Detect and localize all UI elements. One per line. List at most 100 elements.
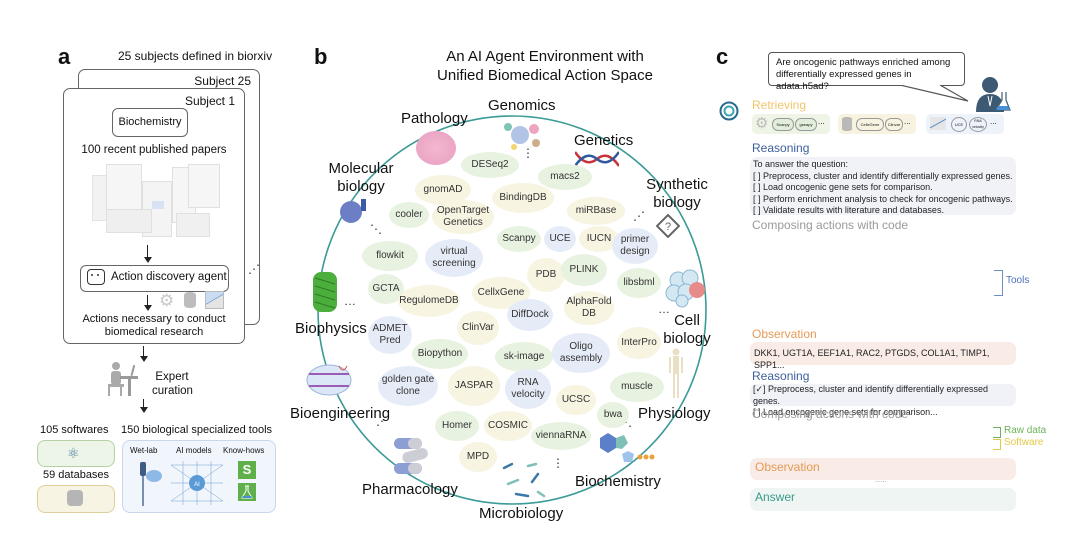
curation-label: Expert curation (152, 371, 193, 397)
subject-biophysics: Biophysics (295, 320, 367, 337)
single-cell-cluster-icon (500, 117, 544, 153)
observation-title-1: Observation (752, 327, 817, 341)
database-icon (184, 292, 196, 308)
observation-box-1: DKK1, UGT1A, EEF1A1, RAC2, PTGDS, COL1A1… (750, 342, 1016, 370)
tool-bubble: MPD (459, 442, 497, 472)
tool-bubble: bwa (597, 402, 629, 428)
reasoning-line: [ ] Validate results with literature and… (753, 205, 944, 215)
microbiology-dots: ⋮ (552, 456, 564, 470)
tool-bubble: BindingDB (492, 183, 554, 213)
protein-barrel-icon (307, 268, 343, 316)
tool-bubble: Scanpy (497, 226, 541, 252)
observation-text: DKK1, UGT1A, EEF1A1, RAC2, PTGDS, COL1A1… (754, 348, 990, 370)
bioengineering-dots: ⋰ (376, 414, 388, 428)
chart-icon (205, 291, 224, 309)
panel-b-title: An AI Agent Environment with Unified Bio… (380, 47, 710, 85)
databases-box (37, 485, 115, 513)
retrieving-title: Retrieving (752, 98, 807, 112)
tool-bubble: OpenTarget Genetics (432, 200, 494, 234)
svg-text:?: ? (665, 221, 671, 233)
subject-genetics: Genetics (574, 132, 634, 149)
retrieving-database-group: CellxGene Clinvar ... (838, 114, 916, 134)
subject-physiology: Physiology (638, 405, 711, 422)
arrow-head-2 (144, 305, 152, 311)
tool-bubble: miRBase (567, 197, 625, 225)
subject-molecular-biology: Molecular biology (328, 160, 394, 195)
synthetic-dots: ⋰ (633, 209, 645, 223)
reasoning-line: [ ] Load oncogenic gene sets for compari… (753, 182, 933, 192)
tools-bracket (994, 270, 1003, 296)
databases-label: 59 databases (43, 469, 110, 481)
subject-bioengineering: Bioengineering (290, 405, 391, 422)
tool-bubble: AlphaFold DB (564, 291, 614, 325)
tool-bubble: DiffDock (507, 299, 553, 331)
reasoning-line: [ ] Preprocess, cluster and identify dif… (753, 170, 1013, 181)
reasoning-line: [✓] Preprocess, cluster and identify dif… (753, 384, 988, 406)
tool-bubble: libsbml (617, 268, 661, 298)
scientist-icon (976, 76, 1012, 112)
actions-caption: Actions necessary to conduct biomedical … (82, 313, 226, 338)
subject-card-front: Subject 1 Biochemistry 100 recent publis… (63, 88, 245, 344)
raw-data-bracket (993, 427, 1001, 438)
svg-text:AI: AI (194, 482, 200, 488)
database-icon (842, 117, 852, 131)
composing-actions-1: Composing actions with code (752, 218, 909, 232)
tissue-icon (416, 131, 456, 165)
software-bracket (993, 439, 1001, 450)
tool-bubble: virtual screening (425, 239, 483, 277)
softwares-label: 105 softwares (40, 424, 109, 436)
question-text: Are oncogenic pathways enriched among di… (776, 57, 951, 92)
tool-bubble: UCE (544, 226, 576, 252)
retrieving-item: CellxGene (856, 118, 884, 131)
reasoning-title-2: Reasoning (752, 369, 810, 383)
panel-b-title-line1: An AI Agent Environment with (446, 48, 644, 65)
papers-image (92, 161, 220, 241)
composing-actions-2: Composing actions with code (752, 407, 909, 421)
tool-bubble: ClinVar (457, 311, 499, 345)
neural-network-icon: AI (169, 459, 225, 507)
database-cluster-icon (67, 490, 83, 506)
panel-b-title-line2: Unified Biomedical Action Space (437, 67, 653, 84)
answer-box: Answer (750, 488, 1016, 511)
chart-icon (929, 117, 947, 130)
panel-c-letter: c (716, 44, 729, 69)
tool-bubble: primer design (612, 228, 658, 264)
reasoning-line: To answer the question: (753, 159, 849, 169)
reasoning-box-2: [✓] Preprocess, cluster and identify dif… (750, 384, 1016, 417)
arrow-down-4 (143, 399, 145, 409)
subject-pharmacology: Pharmacology (362, 481, 458, 498)
gear-icon: ⚙ (755, 115, 769, 132)
arrow-down-1 (147, 245, 149, 259)
tool-bubble: PDB (527, 258, 565, 292)
more-dots: ... (904, 117, 911, 126)
tool-bubble: Biopython (412, 339, 468, 369)
protein-complex-icon (337, 197, 371, 225)
tool-bubble: flowkit (362, 241, 418, 271)
cell-cluster-icon (664, 268, 708, 308)
retrieving-model-group: UCE RNA velocity ... (926, 114, 1004, 134)
subject-cell-biology: Cell biology (663, 312, 711, 347)
tools-label: 150 biological specialized tools (121, 424, 273, 436)
software-label: Software (1004, 437, 1044, 448)
tool-bubble: Oligo assembly (552, 333, 610, 373)
more-subjects-dots: ⋰ (248, 262, 260, 276)
tool-bubble: JASPAR (448, 366, 500, 406)
tool-bubble: golden gate clone (378, 366, 438, 406)
reasoning-box-1: To answer the question: [ ] Preprocess, … (750, 157, 1016, 215)
subject-biochemistry: Biochemistry (575, 473, 661, 490)
tool-bubble: DESeq2 (461, 152, 519, 178)
retrieving-item: RNA velocity (969, 117, 987, 132)
biophysics-dots: … (344, 294, 356, 308)
network-icon: ⚛ (67, 445, 80, 461)
arrow-down-2 (147, 295, 149, 307)
tool-bubble: sk-image (495, 342, 553, 372)
softwares-box: ⚛ (37, 440, 115, 467)
retrieving-item: gseapy (795, 118, 817, 131)
cell-dots: … (658, 302, 670, 316)
gear-icon: ⚙ (159, 291, 175, 310)
arrow-down-3 (143, 346, 145, 358)
tool-bubble: RNA velocity (505, 369, 551, 409)
subjects-caption: 25 subjects defined in biorxiv (118, 49, 273, 63)
dna-icon (573, 150, 621, 168)
tool-bubble: Homer (435, 411, 479, 441)
